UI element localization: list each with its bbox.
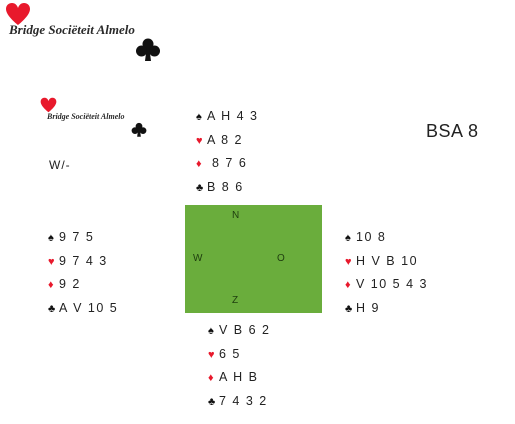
heart-icon: ♥ xyxy=(196,134,203,147)
spade-icon: ♠ xyxy=(208,325,214,337)
club-icon: ♣ xyxy=(208,395,216,408)
east-clubs: ♣H 9 xyxy=(345,297,428,321)
north-hand: ♠A H 4 3 ♥A 8 2 ♦ 8 7 6 ♣B 8 6 xyxy=(196,105,259,199)
west-hearts: ♥9 7 4 3 xyxy=(48,250,118,274)
club-icon: ♣ xyxy=(48,302,56,315)
heart-icon xyxy=(40,97,57,113)
heart-icon: ♥ xyxy=(208,348,215,361)
west-clubs: ♣A V 10 5 xyxy=(48,297,118,321)
diamond-icon: ♦ xyxy=(345,279,351,291)
heart-icon xyxy=(6,3,30,25)
north-diamonds: ♦ 8 7 6 xyxy=(196,152,259,176)
diamond-icon: ♦ xyxy=(208,372,214,384)
east-hearts: ♥H V B 10 xyxy=(345,250,428,274)
compass-north: N xyxy=(232,210,240,221)
diamond-icon: ♦ xyxy=(196,158,202,170)
heart-icon: ♥ xyxy=(48,255,55,268)
board-number: BSA 8 xyxy=(426,121,479,141)
south-spades: ♠V B 6 2 xyxy=(208,319,271,343)
compass-south: Z xyxy=(232,295,239,306)
spade-icon: ♠ xyxy=(345,232,351,244)
west-hand: ♠9 7 5 ♥9 7 4 3 ♦9 2 ♣A V 10 5 xyxy=(48,226,118,320)
south-hearts: ♥6 5 xyxy=(208,343,271,367)
club-icon xyxy=(131,122,147,137)
north-hearts: ♥A 8 2 xyxy=(196,129,259,153)
club-icon: ♣ xyxy=(196,181,204,194)
spade-icon: ♠ xyxy=(48,232,54,244)
north-spades: ♠A H 4 3 xyxy=(196,105,259,129)
club-icon xyxy=(136,38,160,61)
south-clubs: ♣7 4 3 2 xyxy=(208,390,271,414)
north-clubs: ♣B 8 6 xyxy=(196,176,259,200)
spade-icon: ♠ xyxy=(196,111,202,123)
east-spades: ♠10 8 xyxy=(345,226,428,250)
compass-west: W xyxy=(193,253,203,264)
diamond-icon: ♦ xyxy=(48,279,54,291)
east-hand: ♠10 8 ♥H V B 10 ♦V 10 5 4 3 ♣H 9 xyxy=(345,226,428,320)
south-hand: ♠V B 6 2 ♥6 5 ♦A H B ♣7 4 3 2 xyxy=(208,319,271,413)
bridge-table: N W O Z xyxy=(185,205,322,313)
west-diamonds: ♦9 2 xyxy=(48,273,118,297)
compass-east: O xyxy=(277,253,285,264)
club-icon: ♣ xyxy=(345,302,353,315)
logo-text: Bridge Sociëteit Almelo xyxy=(9,22,135,37)
heart-icon: ♥ xyxy=(345,255,352,268)
inner-logo-text: Bridge Sociëteit Almelo xyxy=(47,112,125,121)
east-diamonds: ♦V 10 5 4 3 xyxy=(345,273,428,297)
vulnerability: W/- xyxy=(49,158,71,172)
south-diamonds: ♦A H B xyxy=(208,366,271,390)
west-spades: ♠9 7 5 xyxy=(48,226,118,250)
